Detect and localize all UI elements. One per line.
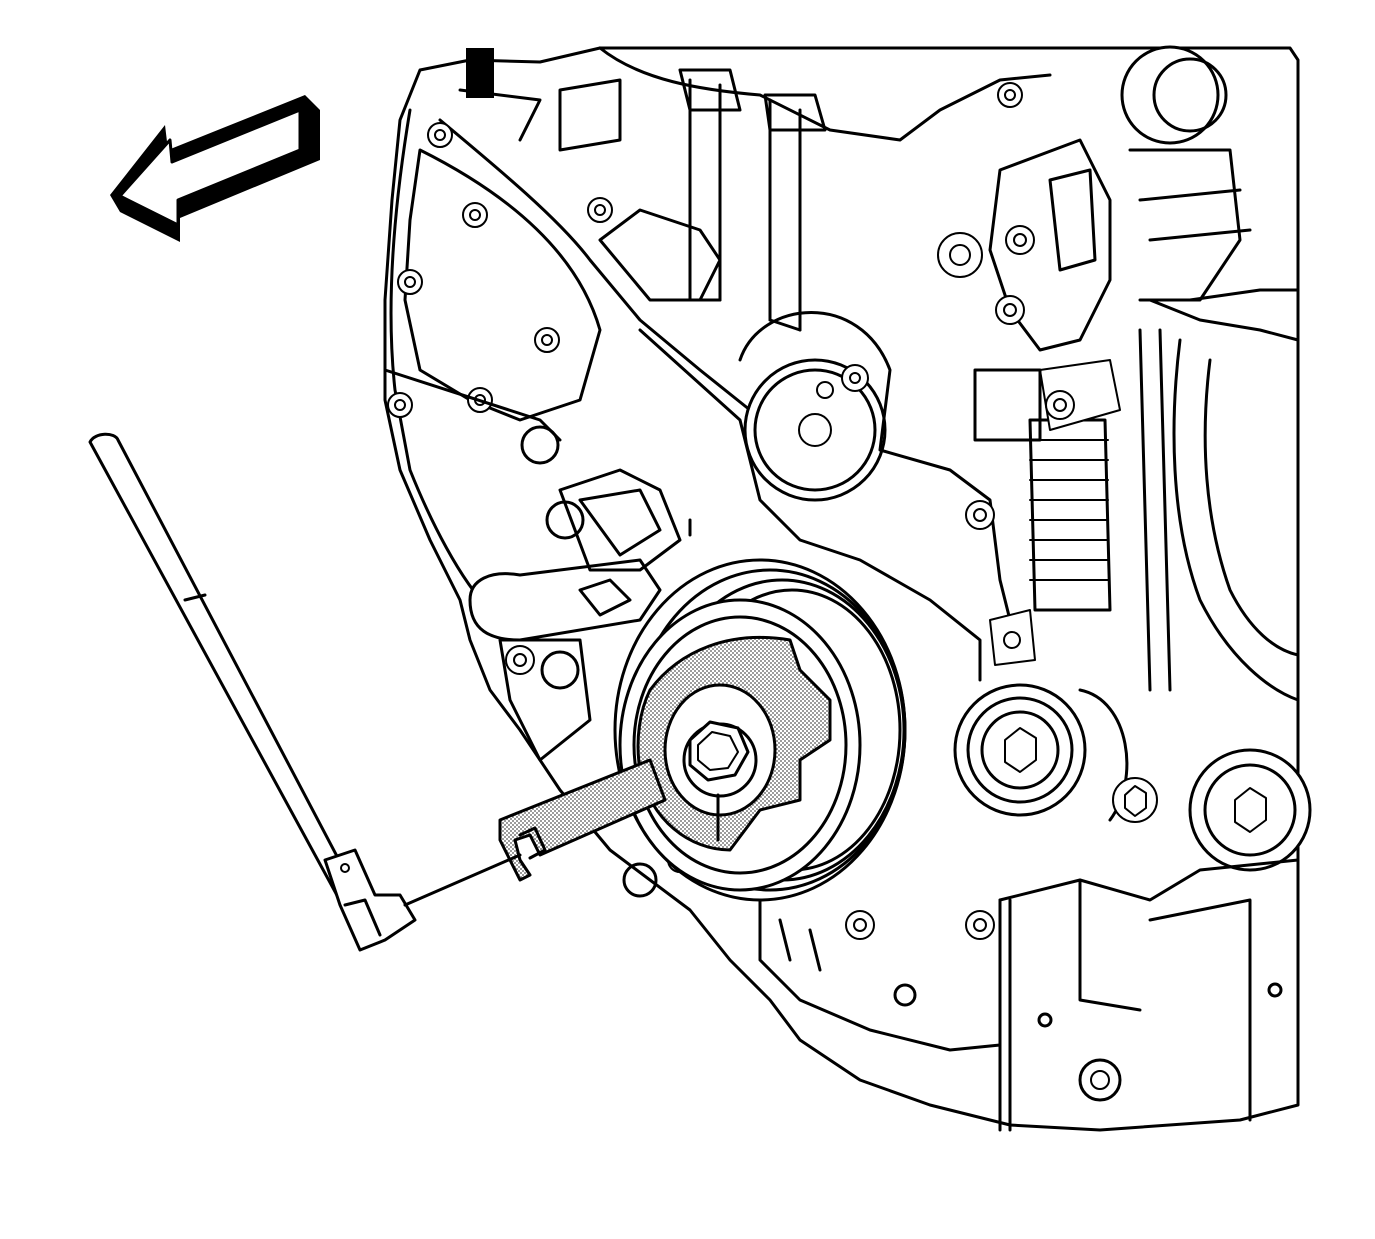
- engine-front-cover: [383, 45, 1312, 1132]
- balancer-holding-tool: [498, 635, 832, 882]
- breaker-bar-handle: [88, 432, 522, 952]
- direction-arrow-icon: [110, 95, 320, 242]
- idler-pulley: [953, 683, 1312, 872]
- belt-tensioner: [973, 359, 1121, 666]
